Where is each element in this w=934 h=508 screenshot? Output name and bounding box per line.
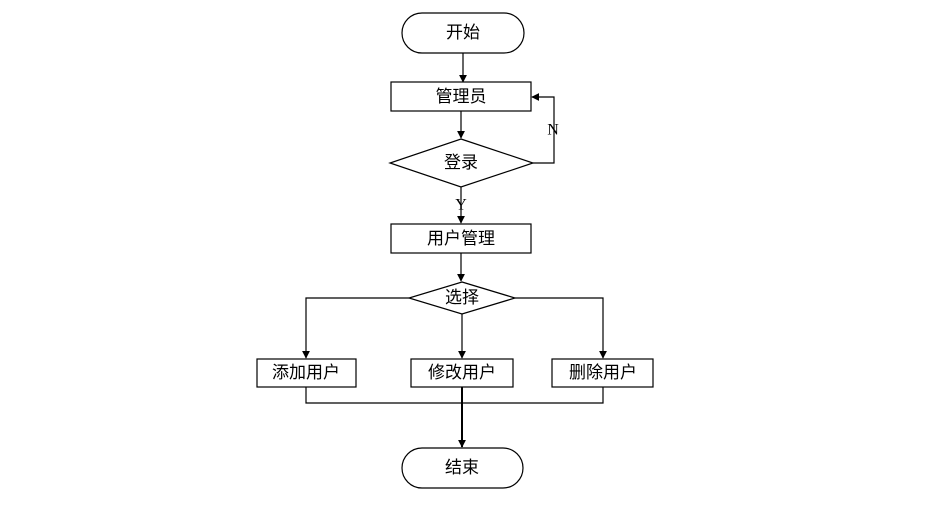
delete-user-label: 删除用户 bbox=[569, 363, 637, 383]
edge-choose-delete bbox=[515, 297, 607, 359]
user-mgmt-node: 用户管理 bbox=[390, 223, 532, 254]
choose-decision: 选择 bbox=[406, 281, 518, 315]
end-node: 结束 bbox=[401, 447, 524, 489]
delete-user-node: 删除用户 bbox=[551, 358, 654, 388]
choose-label: 选择 bbox=[445, 288, 479, 308]
yes-label: Y bbox=[455, 197, 467, 214]
admin-node: 管理员 bbox=[390, 81, 532, 112]
end-label: 结束 bbox=[445, 458, 479, 478]
login-label: 登录 bbox=[444, 153, 478, 173]
add-user-node: 添加用户 bbox=[256, 358, 357, 388]
edit-user-label: 修改用户 bbox=[428, 363, 496, 383]
user-mgmt-label: 用户管理 bbox=[427, 229, 495, 249]
admin-label: 管理员 bbox=[436, 87, 487, 107]
edge-choose-add bbox=[302, 297, 409, 359]
add-user-label: 添加用户 bbox=[272, 363, 340, 383]
start-label: 开始 bbox=[446, 23, 480, 43]
login-decision: 登录 bbox=[388, 138, 535, 188]
edge-login-no bbox=[531, 93, 555, 164]
edge-merge bbox=[305, 387, 604, 404]
no-label: N bbox=[547, 122, 559, 139]
start-node: 开始 bbox=[401, 12, 525, 54]
edit-user-node: 修改用户 bbox=[410, 358, 514, 388]
